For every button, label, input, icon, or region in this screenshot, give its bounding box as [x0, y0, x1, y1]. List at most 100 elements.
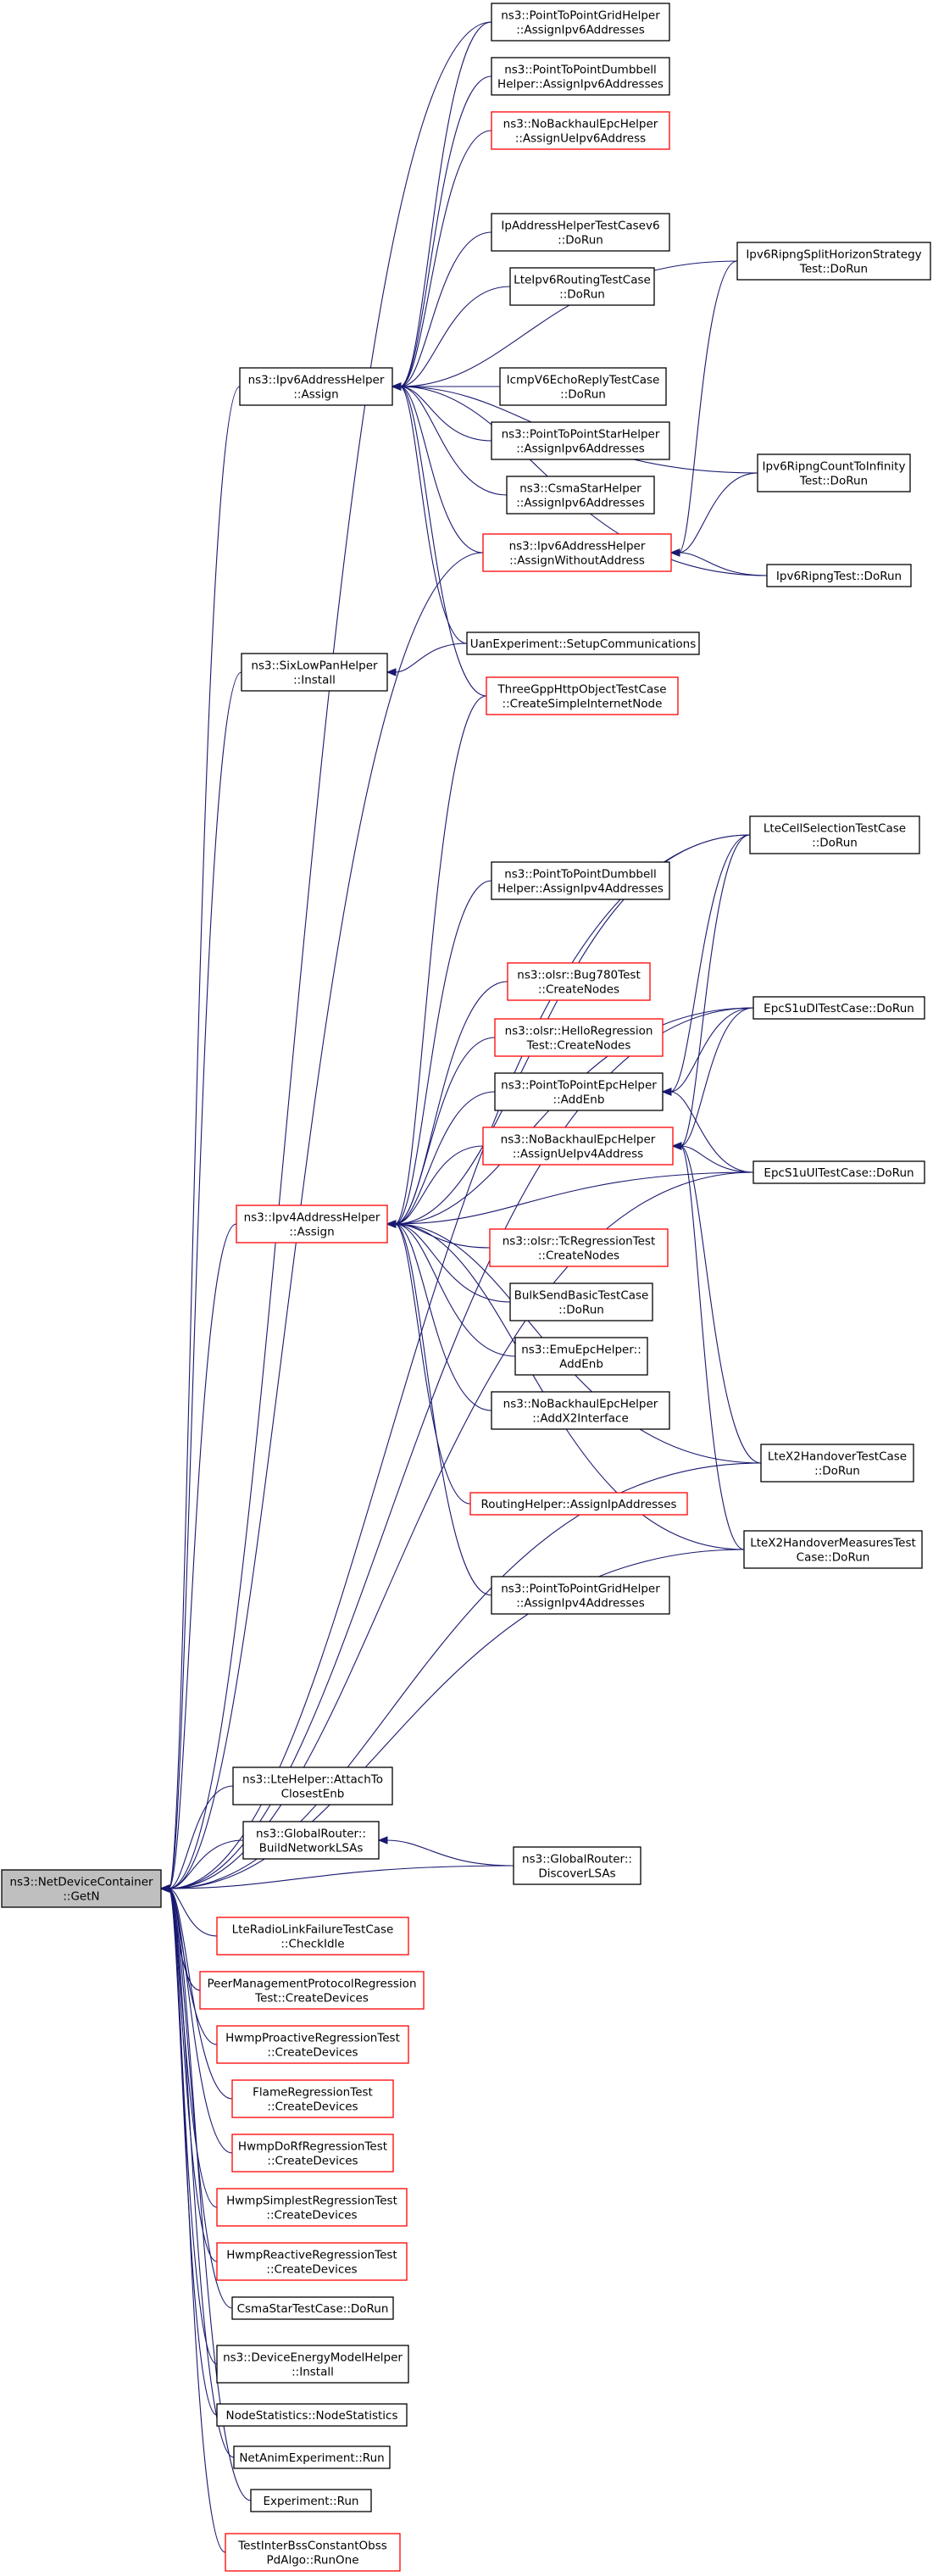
- node-box: [482, 533, 672, 572]
- graph-node[interactable]: ns3::CsmaStarHelper::AssignIpv6Addresses: [506, 476, 655, 515]
- graph-node[interactable]: ns3::olsr::Bug780Test::CreateNodes: [507, 962, 651, 1001]
- edge-n24-n20: [394, 1037, 496, 1225]
- graph-node[interactable]: ns3::PointToPointGridHelper::AssignIpv4A…: [491, 1576, 670, 1615]
- edge-n6-n11: [399, 386, 484, 554]
- node-label-line: ns3::NoBackhaulEpcHelper: [503, 118, 658, 131]
- node-label-line: ::DoRun: [558, 234, 603, 248]
- node-label-line: LteIpv6RoutingTestCase: [514, 274, 651, 287]
- node-label-line: ::DoRun: [559, 288, 605, 302]
- graph-node[interactable]: IpAddressHelperTestCasev6::DoRun: [491, 213, 670, 252]
- node-box: [199, 1971, 425, 2010]
- edge-n36-n31: [168, 1549, 745, 1889]
- node-label-line: AddEnb: [559, 1358, 603, 1371]
- node-box: [509, 267, 655, 306]
- graph-node[interactable]: ns3::olsr::TcRegressionTest::CreateNodes: [489, 1228, 669, 1267]
- graph-node[interactable]: EpcS1uUlTestCase::DoRun: [753, 1160, 925, 1184]
- graph-node[interactable]: ns3::DeviceEnergyModelHelper::Install: [216, 2345, 409, 2384]
- edge-n24-n25: [394, 1223, 491, 1249]
- edge-n11-n12: [678, 552, 768, 576]
- node-label-line: ::AssignIpv4Addresses: [516, 1597, 645, 1611]
- graph-node[interactable]: ns3::olsr::HelloRegressionTest::CreateNo…: [494, 1018, 664, 1057]
- node-label-line: HwmpSimplestRegressionTest: [226, 2195, 397, 2208]
- node-box: [482, 1127, 674, 1166]
- graph-node[interactable]: ns3::PointToPointDumbbellHelper::AssignI…: [491, 57, 670, 96]
- graph-node[interactable]: ThreeGppHttpObjectTestCase::CreateSimple…: [486, 676, 679, 715]
- graph-node[interactable]: HwmpProactiveRegressionTest::CreateDevic…: [216, 2025, 409, 2064]
- graph-node[interactable]: IcmpV6EchoReplyTestCase::DoRun: [499, 367, 667, 406]
- graph-node[interactable]: HwmpReactiveRegressionTest::CreateDevice…: [216, 2242, 408, 2281]
- graph-node[interactable]: LteCellSelectionTestCase::DoRun: [749, 815, 920, 854]
- edge-n6-n2: [399, 130, 492, 387]
- node-label-line: RoutingHelper::AssignIpAddresses: [480, 1498, 676, 1511]
- node-box: [499, 367, 667, 406]
- node-label-line: Helper::AssignIpv6Addresses: [497, 78, 664, 92]
- arrowhead-n14-n13: [386, 668, 397, 676]
- node-label-line: ::Install: [292, 2366, 334, 2379]
- node-label-line: HwmpReactiveRegressionTest: [226, 2249, 397, 2262]
- node-label-line: ::CreateNodes: [538, 983, 619, 997]
- graph-node[interactable]: UanExperiment::SetupCommunications: [466, 631, 700, 655]
- graph-node[interactable]: Ipv6RipngTest::DoRun: [766, 564, 912, 587]
- graph-node[interactable]: Experiment::Run: [250, 2489, 372, 2512]
- graph-node[interactable]: ns3::PointToPointDumbbellHelper::AssignI…: [491, 861, 670, 900]
- arrowhead-n24-n32: [386, 1220, 397, 1228]
- node-box: [466, 631, 700, 655]
- graph-node[interactable]: BulkSendBasicTestCase::DoRun: [509, 1282, 653, 1321]
- node-label-line: ns3::PointToPointEpcHelper: [501, 1079, 657, 1093]
- graph-node[interactable]: PeerManagementProtocolRegressionTest::Cr…: [199, 1971, 425, 2010]
- node-label-line: CsmaStarTestCase::DoRun: [237, 2302, 389, 2316]
- node-box: [753, 996, 925, 1020]
- graph-node[interactable]: NodeStatistics::NodeStatistics: [216, 2403, 408, 2427]
- node-label-line: UanExperiment::SetupCommunications: [470, 637, 697, 651]
- node-label-line: Ipv6RipngTest::DoRun: [776, 570, 902, 583]
- edge-n36-n6: [168, 386, 241, 1889]
- graph-node[interactable]: ns3::PointToPointGridHelper::AssignIpv6A…: [491, 3, 670, 42]
- graph-node[interactable]: CsmaStarTestCase::DoRun: [231, 2296, 394, 2320]
- node-label-line: ns3::NoBackhaulEpcHelper: [503, 1398, 658, 1411]
- graph-node[interactable]: ns3::EmuEpcHelper::AddEnb: [514, 1337, 648, 1376]
- graph-node[interactable]: FlameRegressionTest::CreateDevices: [231, 2079, 394, 2118]
- graph-node[interactable]: ns3::SixLowPanHelper::Install: [241, 653, 388, 692]
- graph-node[interactable]: ns3::GlobalRouter::DiscoverLSAs: [513, 1846, 641, 1885]
- node-label-line: Test::DoRun: [799, 475, 868, 488]
- graph-node[interactable]: ns3::PointToPointEpcHelper::AddEnb: [494, 1072, 664, 1111]
- node-label-line: ns3::LteHelper::AttachTo: [242, 1773, 383, 1787]
- node-box: [513, 1846, 641, 1885]
- node-label-line: ::AssignUeIpv4Address: [513, 1148, 643, 1161]
- graph-node[interactable]: ns3::Ipv4AddressHelper::Assign: [236, 1205, 388, 1243]
- graph-node[interactable]: HwmpSimplestRegressionTest::CreateDevice…: [216, 2188, 408, 2227]
- edge-n6-n8: [399, 386, 492, 442]
- graph-node[interactable]: ns3::NoBackhaulEpcHelper::AssignUeIpv6Ad…: [491, 111, 670, 150]
- node-box: [225, 2533, 401, 2572]
- graph-node[interactable]: ns3::Ipv6AddressHelper::Assign: [239, 367, 393, 406]
- node-label-line: BulkSendBasicTestCase: [514, 1289, 649, 1303]
- graph-node[interactable]: RoutingHelper::AssignIpAddresses: [469, 1492, 688, 1516]
- node-box: [216, 2403, 408, 2427]
- graph-node[interactable]: ns3::NoBackhaulEpcHelper::AssignUeIpv4Ad…: [482, 1127, 674, 1166]
- graph-node[interactable]: LteX2HandoverTestCase::DoRun: [760, 1444, 914, 1483]
- graph-node[interactable]: NetAnimExperiment::Run: [233, 2445, 391, 2469]
- node-label-line: ns3::Ipv6AddressHelper: [248, 374, 385, 387]
- graph-node[interactable]: ns3::Ipv6AddressHelper::AssignWithoutAdd…: [482, 533, 672, 572]
- graph-node[interactable]: ns3::PointToPointStarHelper::AssignIpv6A…: [491, 421, 670, 460]
- graph-node[interactable]: LteIpv6RoutingTestCase::DoRun: [509, 267, 655, 306]
- graph-node[interactable]: LteRadioLinkFailureTestCase::CheckIdle: [216, 1917, 409, 1956]
- graph-node[interactable]: ns3::GlobalRouter::BuildNetworkLSAs: [242, 1821, 380, 1860]
- node-label-line: ThreeGppHttpObjectTestCase: [497, 683, 666, 697]
- node-label-line: ns3::EmuEpcHelper::: [521, 1344, 641, 1357]
- node-box: [250, 2489, 372, 2512]
- node-box: [491, 3, 670, 42]
- graph-node[interactable]: ns3::NoBackhaulEpcHelper::AddX2Interface: [491, 1391, 670, 1430]
- graph-node[interactable]: EpcS1uDlTestCase::DoRun: [753, 996, 925, 1020]
- node-label-line: Helper::AssignIpv4Addresses: [497, 882, 664, 896]
- edge-n24-n15: [394, 695, 487, 1225]
- graph-node[interactable]: HwmpDoRfRegressionTest::CreateDevices: [231, 2134, 394, 2173]
- node-label-line: ns3::PointToPointDumbbell: [504, 868, 657, 882]
- edge-n22-n31: [680, 1145, 745, 1550]
- node-label-line: ns3::NoBackhaulEpcHelper: [501, 1133, 656, 1147]
